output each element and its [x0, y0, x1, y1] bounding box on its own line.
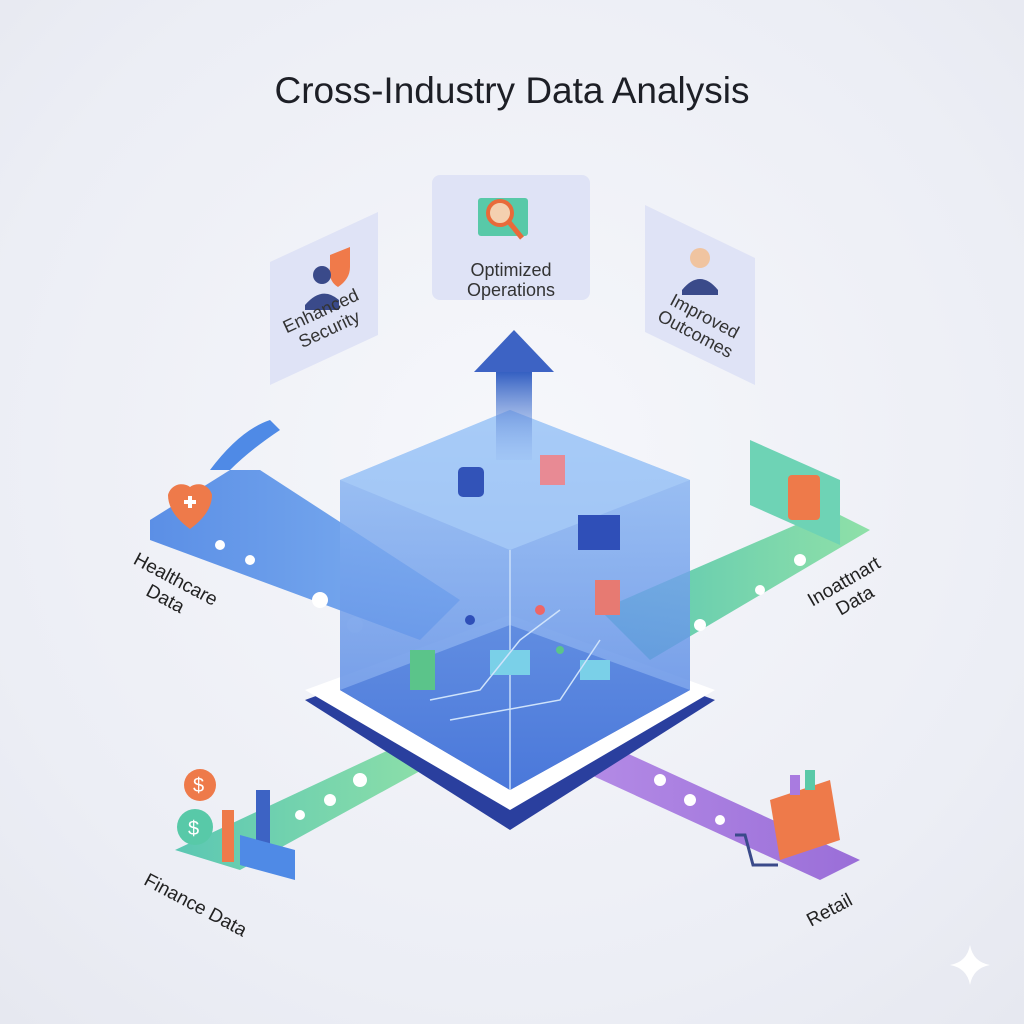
outcome-card-outcomes [645, 205, 755, 385]
retail-cart-icon [735, 770, 840, 867]
svg-text:$: $ [188, 818, 199, 840]
outcome-card-operations [432, 175, 590, 300]
shield-user-icon [329, 247, 350, 287]
upward-arrow-icon [474, 330, 554, 460]
data-cube [340, 410, 690, 790]
doctor-icon [690, 248, 710, 268]
outcome-card-security [270, 212, 378, 385]
outcome-label-operations: Optimized Operations [466, 260, 556, 300]
industrial-tag-icon [750, 440, 840, 545]
svg-text:$: $ [193, 775, 204, 797]
sparkle-icon [950, 945, 990, 985]
page-title: Cross-Industry Data Analysis [274, 70, 750, 111]
finance-icon: $ $ [177, 769, 295, 880]
healthcare-icon [168, 420, 280, 529]
